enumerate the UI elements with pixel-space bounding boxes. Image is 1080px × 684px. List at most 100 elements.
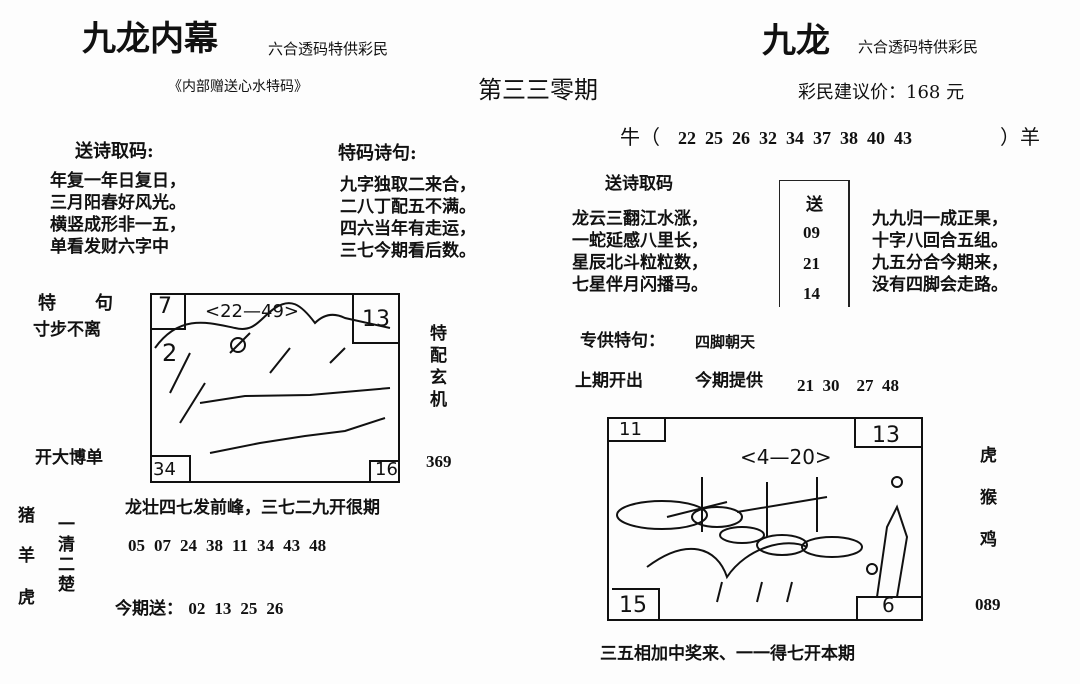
poem1: 年复一年日复日，三月阳春好风光。横竖成形非一五，单看发财六字中 <box>50 170 186 258</box>
number: 48 <box>882 376 899 395</box>
gift-number: 21 <box>803 254 820 273</box>
poem-line: 四六当年有走运， <box>340 219 476 239</box>
poem-line: 九九归一成正果， <box>872 209 1008 229</box>
number: 02 <box>188 599 206 618</box>
this-issue: 今期送： 02 13 25 26 <box>115 600 292 618</box>
this-issue-label: 今期送： <box>115 599 183 619</box>
number: 34 <box>257 536 275 555</box>
gift-number: 09 <box>803 223 820 242</box>
special-phrase-label: 专供特句： <box>580 331 665 351</box>
zodiac: 羊 <box>18 546 35 566</box>
number: 34 <box>786 128 804 148</box>
special-heading-b: 句 <box>95 293 113 314</box>
number: 38 <box>840 128 858 148</box>
last-issue-label: 上期开出 <box>575 371 643 391</box>
sketch-corner-number: 13 <box>362 307 390 332</box>
gift-box: 送 09 21 14 <box>779 180 850 307</box>
side-number: 369 <box>426 452 452 471</box>
left-subtitle: 六合透码特供彩民 <box>268 40 389 58</box>
special-phrase-value: 四脚朝天 <box>695 333 756 351</box>
zodiac-range-numbers: 22 25 26 32 34 37 38 40 43 <box>678 129 921 147</box>
right-sketch: 11 13 15 6 <4—20> <box>607 417 923 621</box>
char: 楚 <box>58 575 75 595</box>
tagline: 《内部赠送心水特码》 <box>168 79 308 95</box>
poem2: 九字独取二来合，二八丁配五不满。四六当年有走运，三七今期看后数。 <box>340 174 476 262</box>
right-number: 089 <box>975 595 1001 614</box>
issue-number: 第三三零期 <box>478 76 598 104</box>
number: 07 <box>154 536 171 555</box>
poem-line: 二八丁配五不满。 <box>340 197 476 217</box>
bridge-drawing <box>607 417 923 621</box>
poem4: 九九归一成正果，十字八回合五组。九五分合今期来，没有四脚会走路。 <box>872 208 1008 296</box>
sketch-corner-number: 6 <box>882 593 895 617</box>
poem-line: 星辰北斗粒粒数， <box>572 253 708 273</box>
number: 30 <box>822 376 840 395</box>
gift-label: 送 <box>806 195 823 215</box>
special-big: 开大博单 <box>35 448 103 468</box>
number: 43 <box>283 536 301 555</box>
number: 26 <box>732 128 750 148</box>
char: 配 <box>430 346 447 366</box>
number: 25 <box>240 599 258 618</box>
number: 32 <box>759 128 777 148</box>
sketch-corner-number: 7 <box>158 294 172 319</box>
poem-line: 龙云三翻江水涨， <box>572 209 708 229</box>
number: 11 <box>232 536 249 555</box>
poem-line: 横竖成形非一五， <box>50 215 186 235</box>
poem2-heading: 特码诗句: <box>338 143 417 164</box>
char: 机 <box>430 390 447 410</box>
poem-line: 年复一年日复日， <box>50 171 186 191</box>
sketch-range: <4—20> <box>740 445 832 469</box>
zodiac: 猪 <box>18 506 35 526</box>
number: 22 <box>678 128 696 148</box>
verse-line: 龙壮四七发前峰，三七二九开很期 <box>125 498 380 518</box>
sketch-corner-number: 34 <box>153 459 176 480</box>
char: 特 <box>430 324 447 344</box>
zodiac: 猴 <box>980 488 997 508</box>
number: 21 <box>797 376 814 395</box>
right-title: 九龙 <box>762 21 830 61</box>
number: 27 <box>856 376 874 395</box>
poem3: 龙云三翻江水涨，一蛇延感八里长，星辰北斗粒粒数，七星伴月闪播马。 <box>572 208 708 296</box>
poem-line: 单看发财六字中 <box>50 237 169 257</box>
poem-line: 一蛇延感八里长， <box>572 231 708 251</box>
special-phrase: 寸步不离 <box>33 320 101 340</box>
number: 13 <box>214 599 232 618</box>
poem-line: 九字独取二来合， <box>340 175 476 195</box>
zodiac-range-left: 牛（ <box>620 125 660 149</box>
side-vertical-text: 特配玄机 <box>430 323 450 411</box>
number: 05 <box>128 536 145 555</box>
zodiac: 鸡 <box>980 530 997 550</box>
price: 彩民建议价：168 元 <box>798 82 965 103</box>
poem-line: 九五分合今期来， <box>872 253 1008 273</box>
number: 37 <box>813 128 831 148</box>
poem-line: 没有四脚会走路。 <box>872 275 1008 295</box>
poem1-heading: 送诗取码: <box>75 141 154 162</box>
poem3-heading: 送诗取码 <box>605 174 673 194</box>
gift-number: 14 <box>803 284 820 303</box>
number: 43 <box>894 128 912 148</box>
sketch-mark: 2 <box>162 339 178 367</box>
zodiac-range-right: ）羊 <box>1000 125 1040 149</box>
landscape-drawing <box>150 293 400 483</box>
provide-numbers: 21 30 27 48 <box>797 377 899 394</box>
number: 40 <box>867 128 885 148</box>
char: 清 <box>58 535 75 555</box>
number: 25 <box>705 128 723 148</box>
poem-line: 十字八回合五组。 <box>872 231 1008 251</box>
left-sketch: 7 13 34 16 <22—49> 2 <box>150 293 400 483</box>
clear-vertical-text: 一清二楚 <box>58 515 78 595</box>
sketch-corner-number: 16 <box>375 459 398 480</box>
special-heading-a: 特 <box>38 293 56 314</box>
poem-line: 三月阳春好风光。 <box>50 193 186 213</box>
number: 48 <box>309 536 327 555</box>
bottom-line: 三五相加中奖来、一一得七开本期 <box>600 644 855 664</box>
poem-line: 三七今期看后数。 <box>340 241 476 261</box>
zodiac: 虎 <box>980 446 997 466</box>
number: 26 <box>266 599 284 618</box>
char: 一 <box>58 515 75 535</box>
provide-label: 今期提供 <box>695 371 763 391</box>
right-subtitle: 六合透码特供彩民 <box>858 38 979 56</box>
